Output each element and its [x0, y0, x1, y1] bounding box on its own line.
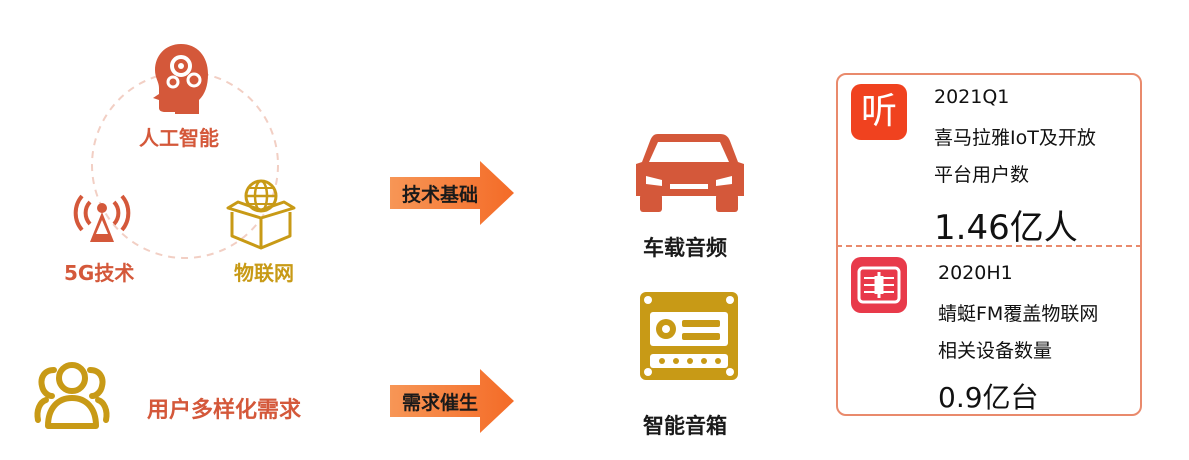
demand-text: 需求催生: [402, 392, 479, 414]
smart-speaker-label: 智能音箱: [643, 414, 727, 438]
stat2-desc-line2: 相关设备数量: [938, 340, 1053, 362]
ai-label: 人工智能: [139, 126, 219, 150]
tech-base-text: 技术基础: [402, 184, 479, 206]
iot-globe-box-icon: [226, 179, 296, 250]
ximalaya-logo: 听: [851, 84, 907, 140]
stat2-value: 0.9亿台: [938, 381, 1039, 414]
users-group-icon: [34, 362, 110, 429]
car-icon: [636, 134, 744, 212]
stat1-desc-line1: 喜马拉雅IoT及开放: [934, 127, 1096, 149]
stat2-desc-line1: 蜻蜓FM覆盖物联网: [938, 303, 1099, 325]
stat1-desc-line2: 平台用户数: [934, 164, 1030, 186]
stat1-value: 1.46亿人: [934, 208, 1078, 248]
stats-divider: [836, 245, 1142, 247]
tech-base-arrow: [390, 161, 514, 225]
qingting-fm-logo: [851, 257, 907, 313]
demand-arrow: [390, 369, 514, 433]
stats-panel: [836, 73, 1142, 416]
car-audio-label: 车载音频: [643, 236, 727, 260]
iot-label: 物联网: [234, 261, 294, 285]
stat2-period: 2020H1: [938, 262, 1013, 284]
user-demand-label: 用户多样化需求: [147, 398, 302, 423]
tech-cycle-circle: [91, 71, 279, 259]
smart-speaker-icon: [640, 292, 738, 380]
ai-head-icon: [153, 44, 208, 114]
stat1-period: 2021Q1: [934, 86, 1010, 108]
signal-tower-icon: [73, 194, 131, 242]
ximalaya-logo-text: 听: [860, 91, 897, 132]
5g-label: 5G技术: [64, 261, 135, 285]
